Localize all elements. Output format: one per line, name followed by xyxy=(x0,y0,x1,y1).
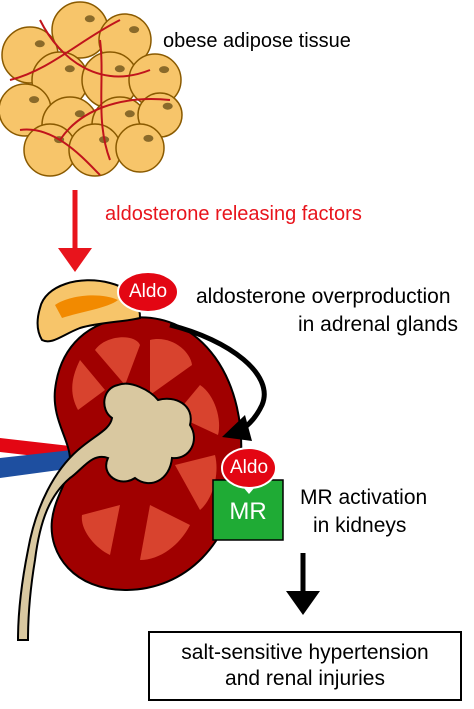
mr-receptor xyxy=(212,447,284,541)
renal-vessels xyxy=(0,438,74,478)
adipose-label: obese adipose tissue xyxy=(163,30,351,52)
mr-aldo-badge-label: Aldo xyxy=(229,457,269,478)
outcome-box: salt-sensitive hypertension and renal in… xyxy=(148,631,462,701)
releasing-factors-label: aldosterone releasing factors xyxy=(105,203,362,225)
releasing-factors-arrow xyxy=(58,190,92,272)
adrenal-aldo-badge xyxy=(117,271,179,313)
fat-cell-nucleus xyxy=(84,15,95,23)
kidney xyxy=(16,316,243,641)
adrenal-gland xyxy=(36,279,142,343)
fat-cell xyxy=(68,123,122,177)
fat-cell-nucleus xyxy=(64,65,75,73)
fat-cell-nucleus xyxy=(29,96,40,104)
blood-vessel xyxy=(39,19,151,78)
fat-cell-nucleus xyxy=(124,110,135,118)
mr-activation-line2: in kidneys xyxy=(313,514,407,537)
fat-cell xyxy=(23,123,77,177)
fat-cell xyxy=(115,123,165,173)
adrenal-label-line2: in adrenal glands xyxy=(298,313,458,336)
fat-cell-nucleus xyxy=(162,102,173,110)
fat-cell-nucleus xyxy=(74,110,85,118)
fat-cell-nucleus xyxy=(114,65,125,73)
adipose-tissue-cluster xyxy=(0,1,183,177)
fat-cell-nucleus xyxy=(34,40,45,48)
mr-activation-line1: MR activation xyxy=(300,486,428,509)
renal-pyramids xyxy=(72,337,220,560)
fat-cell-nucleus xyxy=(143,134,154,142)
blood-vessel xyxy=(99,39,111,161)
outcome-line1: salt-sensitive hypertension xyxy=(181,640,429,664)
renal-pelvis-ureter xyxy=(16,382,195,641)
adrenal-aldo-badge-label: Aldo xyxy=(128,281,168,302)
mr-to-outcome-arrow xyxy=(286,553,320,615)
blood-vessel xyxy=(19,128,101,176)
aldo-to-mr-arrow xyxy=(169,322,267,441)
outcome-line2: and renal injuries xyxy=(225,667,385,690)
mr-box-label: MR xyxy=(229,498,267,525)
fat-cell-nucleus xyxy=(159,66,170,74)
blood-vessel xyxy=(59,98,171,141)
adrenal-label-line1: aldosterone overproduction xyxy=(196,285,451,308)
fat-cell-nucleus xyxy=(129,26,140,34)
